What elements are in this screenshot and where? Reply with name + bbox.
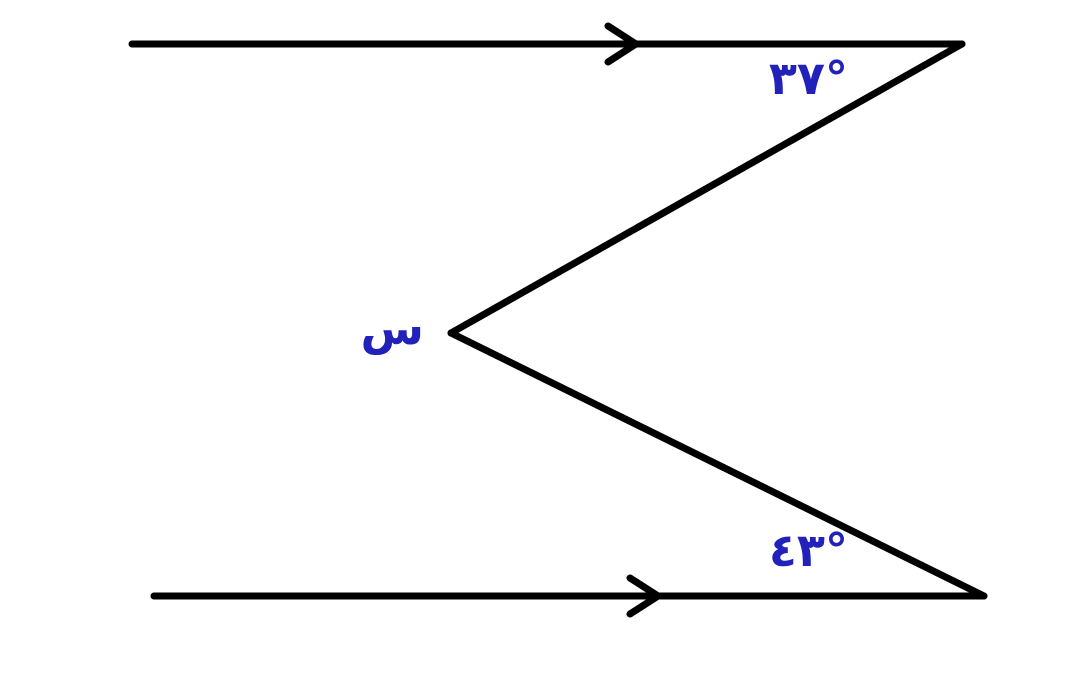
top-parallel-arrow-icon xyxy=(604,22,640,66)
bottom-angle-label: ٤٣° xyxy=(769,523,848,577)
unknown-angle-label: س xyxy=(361,301,424,355)
lower-transversal-segment xyxy=(447,329,988,600)
bottom-parallel-arrow-icon xyxy=(626,574,662,618)
top-angle-label: ٣٧° xyxy=(769,51,848,105)
upper-transversal-segment xyxy=(447,40,966,337)
